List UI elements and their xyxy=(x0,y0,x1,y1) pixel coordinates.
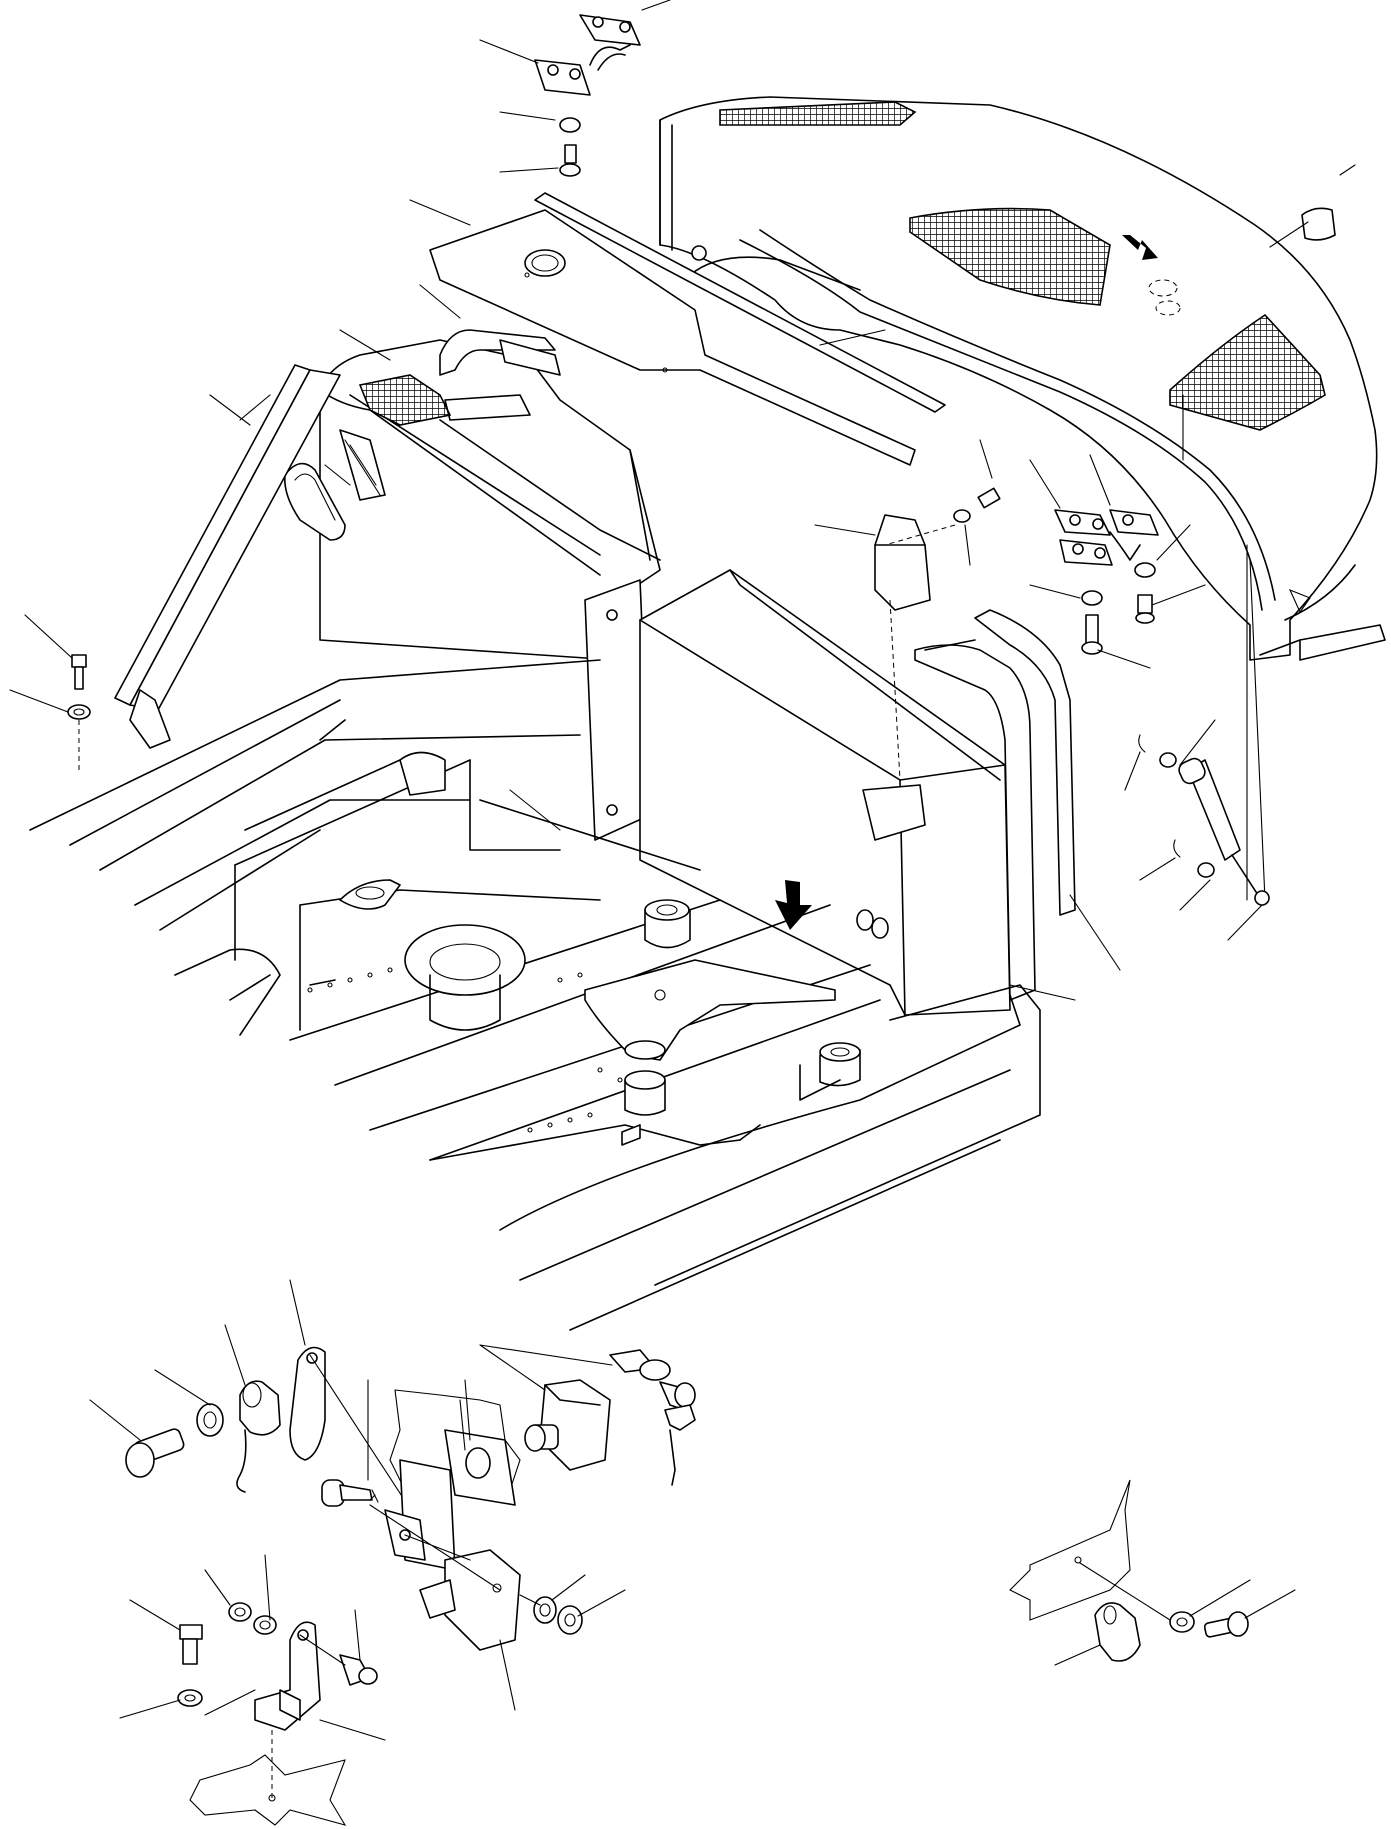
latch-body xyxy=(321,1379,521,1711)
key-lock xyxy=(479,1344,613,1471)
screw-center xyxy=(884,439,1001,566)
left-side-panel xyxy=(209,284,661,841)
angle-bar-left xyxy=(114,364,341,749)
detail-bracket xyxy=(119,1554,386,1826)
bolt-left xyxy=(9,614,91,770)
detail-clip xyxy=(1009,1479,1296,1666)
keys-icon xyxy=(609,1349,696,1486)
gas-spring xyxy=(1124,719,1270,941)
hinge-top-center xyxy=(479,0,671,177)
seal-strip xyxy=(534,192,946,413)
tool-box xyxy=(639,569,1121,1016)
lid-cover xyxy=(814,514,931,781)
top-cover-plate xyxy=(409,199,916,466)
detail-latch-strap xyxy=(89,1279,451,1571)
hinge-right xyxy=(1029,394,1266,901)
nuts-latch xyxy=(519,1574,626,1635)
rear-hood-cover xyxy=(659,96,1386,661)
machine-frame xyxy=(29,659,1041,1331)
